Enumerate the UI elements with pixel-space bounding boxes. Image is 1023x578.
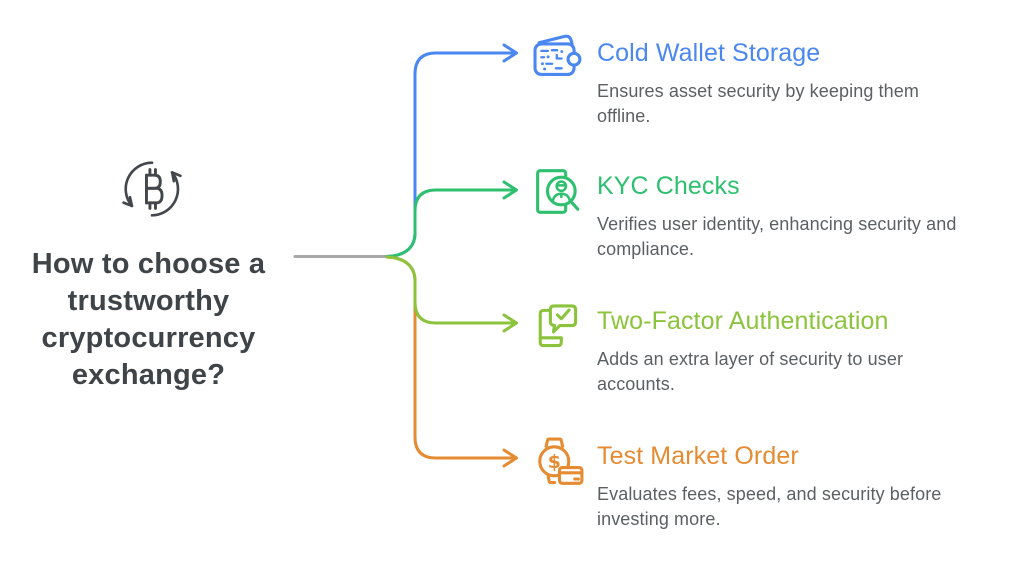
branch-description: Verifies user identity, enhancing securi… [597, 213, 957, 259]
branch-title: Cold Wallet Storage [597, 39, 821, 67]
page-title: How to choose a trustworthy cryptocurren… [31, 248, 266, 392]
connector-branch-1 [385, 43, 518, 258]
watch-pay-card-icon: $ [527, 433, 585, 491]
cold-wallet-icon [527, 30, 585, 88]
arrow-icon [502, 180, 518, 200]
phone-check-icon [527, 298, 585, 356]
branch-item-cold-wallet: Cold Wallet Storage Ensures asset securi… [527, 28, 997, 129]
branch-item-kyc: KYC Checks Verifies user identity, enhan… [527, 161, 997, 262]
svg-text:$: $ [548, 452, 561, 473]
connector-branch-2 [385, 180, 518, 258]
branch-title: KYC Checks [597, 172, 740, 200]
bitcoin-sync-icon [116, 153, 188, 225]
branch-title: Two-Factor Authentication [597, 307, 889, 335]
branch-title: Test Market Order [597, 442, 799, 470]
branch-description: Evaluates fees, speed, and security befo… [597, 483, 942, 529]
branch-item-2fa: Two-Factor Authentication Adds an extra … [527, 296, 997, 397]
connector-branch-4 [385, 255, 518, 468]
arrow-icon [502, 43, 518, 63]
branch-description: Ensures asset security by keeping them o… [597, 80, 919, 126]
kyc-id-search-icon [527, 163, 585, 221]
connector-branch-3 [385, 255, 518, 333]
branch-item-test-order: $ Test Market Order Evaluates fees, spee… [527, 431, 997, 532]
arrow-icon [502, 448, 518, 468]
arrow-icon [502, 313, 518, 333]
branch-description: Adds an extra layer of security to user … [597, 348, 904, 394]
